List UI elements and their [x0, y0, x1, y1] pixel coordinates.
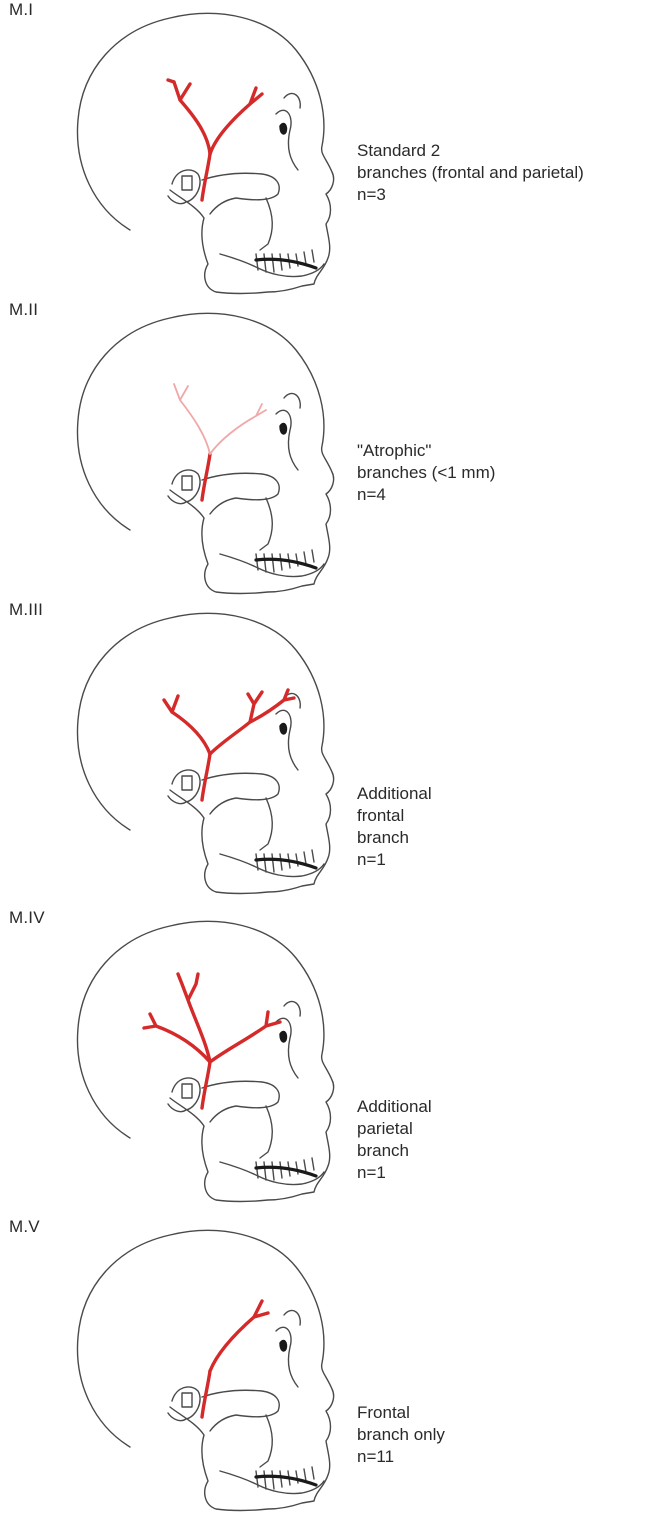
ear-inner — [182, 776, 192, 790]
artery-branch — [164, 696, 210, 754]
panel-label: M.II — [9, 300, 38, 320]
orbit-shadow — [280, 424, 287, 434]
ear-outline — [168, 1387, 200, 1421]
caption-line: "Atrophic" — [357, 440, 495, 462]
orbit-outline — [276, 110, 298, 170]
ear-inner — [182, 1084, 192, 1098]
ear-outline — [168, 770, 200, 804]
temporal-artery — [144, 974, 280, 1108]
artery-branch — [174, 384, 210, 454]
cheekbone-outline — [202, 1390, 279, 1431]
artery-branch — [210, 1012, 280, 1062]
caption-line: branch only — [357, 1424, 445, 1446]
panel-m4: M.IV Additional parietal branch n=1 — [0, 908, 654, 1208]
orbit-shadow — [280, 1032, 287, 1042]
caption-count: n=1 — [357, 1162, 432, 1184]
maxilla-outline — [260, 798, 272, 850]
artery-branch — [210, 404, 266, 454]
caption-line: Additional — [357, 783, 432, 805]
panel-caption: Additional parietal branch n=1 — [357, 1096, 432, 1184]
artery-trunk — [202, 1371, 210, 1417]
ear-inner — [182, 476, 192, 490]
ear-outline — [168, 170, 200, 204]
caption-count: n=1 — [357, 849, 432, 871]
artery-trunk — [202, 1062, 210, 1108]
panel-label: M.I — [9, 0, 33, 20]
cheekbone-outline — [202, 1081, 279, 1122]
caption-line: parietal — [357, 1118, 432, 1140]
nasal-outline — [284, 393, 300, 408]
cranium-outline — [77, 921, 333, 1201]
panel-label: M.V — [9, 1217, 40, 1237]
artery-branch — [210, 88, 262, 154]
skull-illustration — [70, 308, 340, 600]
caption-line: branches (<1 mm) — [357, 462, 495, 484]
panel-m1: M.I Standard 2 branches (frontal and par… — [0, 0, 654, 300]
ear-inner — [182, 1393, 192, 1407]
caption-count: n=11 — [357, 1446, 445, 1468]
panel-caption: Frontal branch only n=11 — [357, 1402, 445, 1468]
caption-line: Additional — [357, 1096, 432, 1118]
skull-illustration — [70, 8, 340, 300]
temporal-artery — [174, 384, 266, 500]
artery-branch — [250, 690, 294, 722]
maxilla-outline — [260, 1415, 272, 1467]
panel-label: M.III — [9, 600, 43, 620]
caption-line: Standard 2 — [357, 140, 584, 162]
orbit-outline — [276, 410, 298, 470]
caption-count: n=4 — [357, 484, 495, 506]
caption-count: n=3 — [357, 184, 584, 206]
artery-trunk — [202, 454, 210, 500]
panel-caption: Standard 2 branches (frontal and parieta… — [357, 140, 584, 206]
skull-illustration — [70, 916, 340, 1208]
artery-branch — [144, 1014, 210, 1062]
skull-illustration — [70, 1225, 340, 1517]
panel-caption: "Atrophic" branches (<1 mm) n=4 — [357, 440, 495, 506]
temporal-artery — [164, 690, 294, 800]
artery-trunk — [202, 154, 210, 200]
caption-line: branch — [357, 827, 432, 849]
nasal-outline — [284, 1310, 300, 1325]
panel-m5: M.V Frontal branch only n=11 — [0, 1217, 654, 1517]
caption-line: frontal — [357, 805, 432, 827]
cheekbone-outline — [202, 173, 279, 214]
ear-inner — [182, 176, 192, 190]
orbit-shadow — [280, 724, 287, 734]
cheekbone-outline — [202, 773, 279, 814]
panel-caption: Additional frontal branch n=1 — [357, 783, 432, 871]
temporal-artery — [202, 1301, 268, 1417]
nasal-outline — [284, 1001, 300, 1016]
maxilla-outline — [260, 498, 272, 550]
maxilla-outline — [260, 1106, 272, 1158]
orbit-shadow — [280, 1341, 287, 1351]
nasal-outline — [284, 93, 300, 108]
orbit-shadow — [280, 124, 287, 134]
artery-trunk — [202, 754, 210, 800]
artery-branch — [210, 692, 262, 754]
cranium-outline — [77, 313, 333, 593]
cranium-outline — [77, 13, 333, 293]
panel-label: M.IV — [9, 908, 45, 928]
cranium-outline — [77, 613, 333, 893]
cranium-outline — [77, 1230, 333, 1510]
cheekbone-outline — [202, 473, 279, 514]
ear-outline — [168, 470, 200, 504]
skull-illustration — [70, 608, 340, 900]
maxilla-outline — [260, 198, 272, 250]
panel-m3: M.III Additional frontal branch n=1 — [0, 600, 654, 900]
artery-branch — [168, 80, 210, 154]
caption-line: Frontal — [357, 1402, 445, 1424]
artery-branch — [210, 1301, 268, 1371]
orbit-outline — [276, 1018, 298, 1078]
panel-m2: M.II "Atrophic" branches (<1 mm) n=4 — [0, 300, 654, 600]
orbit-outline — [276, 1327, 298, 1387]
ear-outline — [168, 1078, 200, 1112]
caption-line: branches (frontal and parietal) — [357, 162, 584, 184]
orbit-outline — [276, 710, 298, 770]
caption-line: branch — [357, 1140, 432, 1162]
